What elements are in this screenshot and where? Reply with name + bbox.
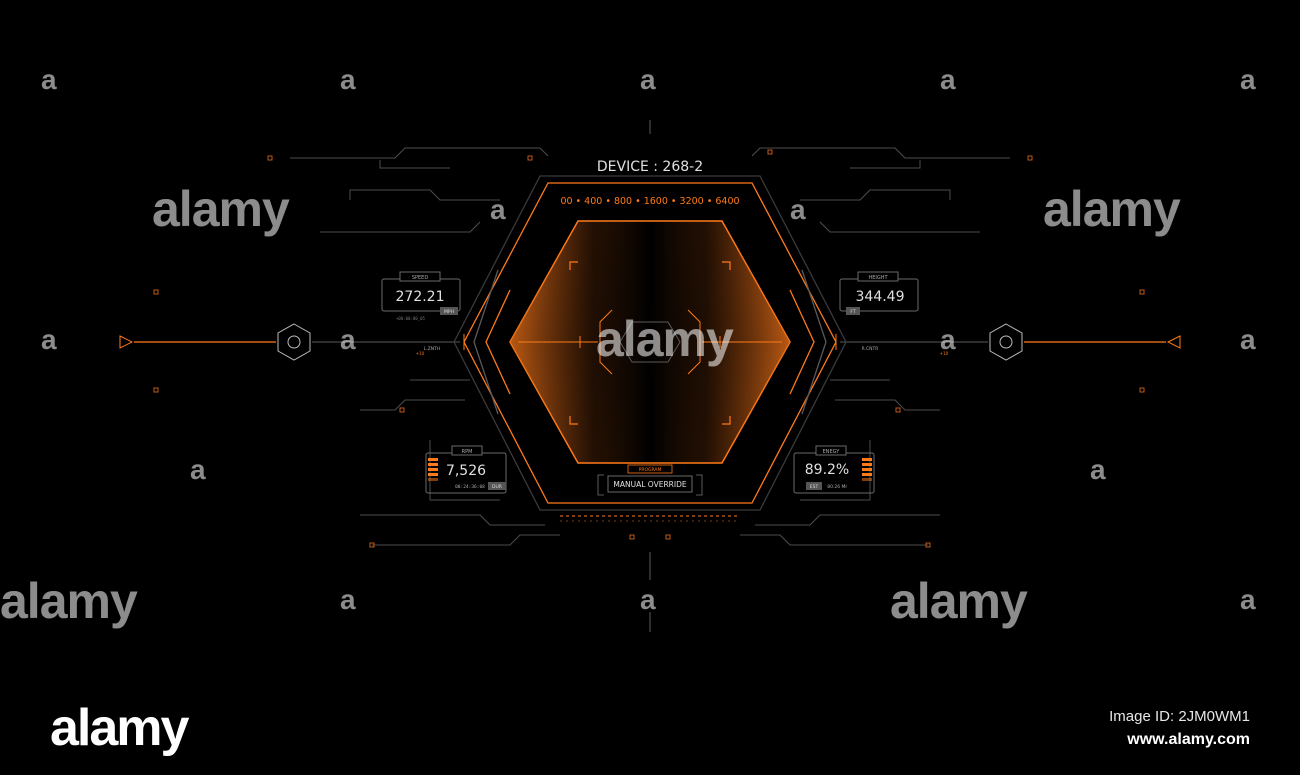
rpm-value: 7,526 bbox=[446, 463, 486, 479]
right-axis bbox=[835, 323, 1181, 361]
left-side-label: L.ZNTH bbox=[424, 346, 441, 352]
watermark-letter: a bbox=[490, 194, 506, 225]
height-unit: FT bbox=[850, 309, 856, 315]
watermark-word: alamy bbox=[152, 181, 290, 237]
speed-sub: +00:00:00_05 bbox=[396, 316, 425, 321]
manual-override-frame bbox=[607, 475, 693, 493]
energy-label: ENEGY bbox=[823, 449, 841, 455]
outer-hexagon bbox=[453, 175, 847, 511]
device-title: DEVICE : 268-2 bbox=[597, 159, 703, 175]
watermark-letter: a bbox=[1240, 324, 1256, 355]
left-axis bbox=[119, 323, 465, 361]
watermark-word: alamy bbox=[1043, 181, 1181, 237]
alamy-logo: alamy bbox=[50, 699, 189, 757]
watermark-letter: a bbox=[340, 584, 356, 615]
watermark-word: alamy bbox=[890, 573, 1028, 629]
watermark-letter: a bbox=[41, 324, 57, 355]
rpm-tag-badge bbox=[488, 482, 506, 490]
watermark-letter: a bbox=[340, 64, 356, 95]
right-side-label: R.CNTR bbox=[862, 346, 879, 352]
watermark-letter: a bbox=[1090, 454, 1106, 485]
rpm-time: 00:24:36:08 bbox=[455, 484, 485, 490]
manual-override-button[interactable]: MANUAL OVERRIDE bbox=[613, 480, 686, 489]
watermark-letter: a bbox=[41, 64, 57, 95]
scale-ticks: 00 • 400 • 800 • 1600 • 3200 • 6400 bbox=[560, 196, 739, 207]
left-side-mark: +10 bbox=[416, 351, 425, 356]
bottom-tick-bar bbox=[560, 515, 740, 522]
watermark-letter: a bbox=[190, 454, 206, 485]
watermark-letter: a bbox=[940, 324, 956, 355]
watermark-letter: a bbox=[640, 64, 656, 95]
height-unit-badge bbox=[846, 307, 860, 315]
watermark-letter: a bbox=[790, 194, 806, 225]
speed-unit-badge bbox=[440, 307, 458, 315]
watermark-letter: a bbox=[1240, 584, 1256, 615]
right-side-mark: +10 bbox=[940, 351, 949, 356]
watermark-letter: a bbox=[340, 324, 356, 355]
speed-label-box bbox=[399, 271, 441, 282]
rpm-label-box bbox=[451, 445, 483, 456]
speed-unit: MPH bbox=[444, 309, 454, 315]
rpm-level-bars bbox=[428, 458, 438, 481]
height-label: HEIGHT bbox=[868, 275, 888, 281]
alamy-url[interactable]: www.alamy.com bbox=[1127, 731, 1250, 748]
watermark-letter: a bbox=[940, 64, 956, 95]
height-label-box bbox=[857, 271, 899, 282]
speed-value: 272.21 bbox=[396, 289, 445, 305]
energy-tag-badge bbox=[806, 482, 822, 490]
watermark-word: alamy bbox=[596, 311, 734, 367]
watermark-letter: a bbox=[1240, 64, 1256, 95]
energy-value: 89.2% bbox=[805, 462, 849, 478]
rpm-tag: DUR bbox=[492, 484, 502, 490]
speed-label: SPEED bbox=[412, 275, 429, 281]
rpm-label: RPM bbox=[462, 449, 473, 455]
energy-tag: EST bbox=[810, 484, 819, 490]
program-label-box bbox=[627, 464, 673, 474]
program-label: PROGRAM bbox=[639, 467, 662, 473]
energy-label-box bbox=[815, 445, 847, 456]
energy-level-bars bbox=[862, 458, 872, 481]
watermark-word: alamy bbox=[0, 573, 138, 629]
watermark-letter: a bbox=[640, 584, 656, 615]
image-id-text: Image ID: 2JM0WM1 bbox=[1109, 708, 1250, 725]
core-hexagon bbox=[509, 220, 791, 464]
height-value: 344.49 bbox=[856, 289, 905, 305]
energy-distance: 80.26 MI bbox=[827, 484, 847, 490]
